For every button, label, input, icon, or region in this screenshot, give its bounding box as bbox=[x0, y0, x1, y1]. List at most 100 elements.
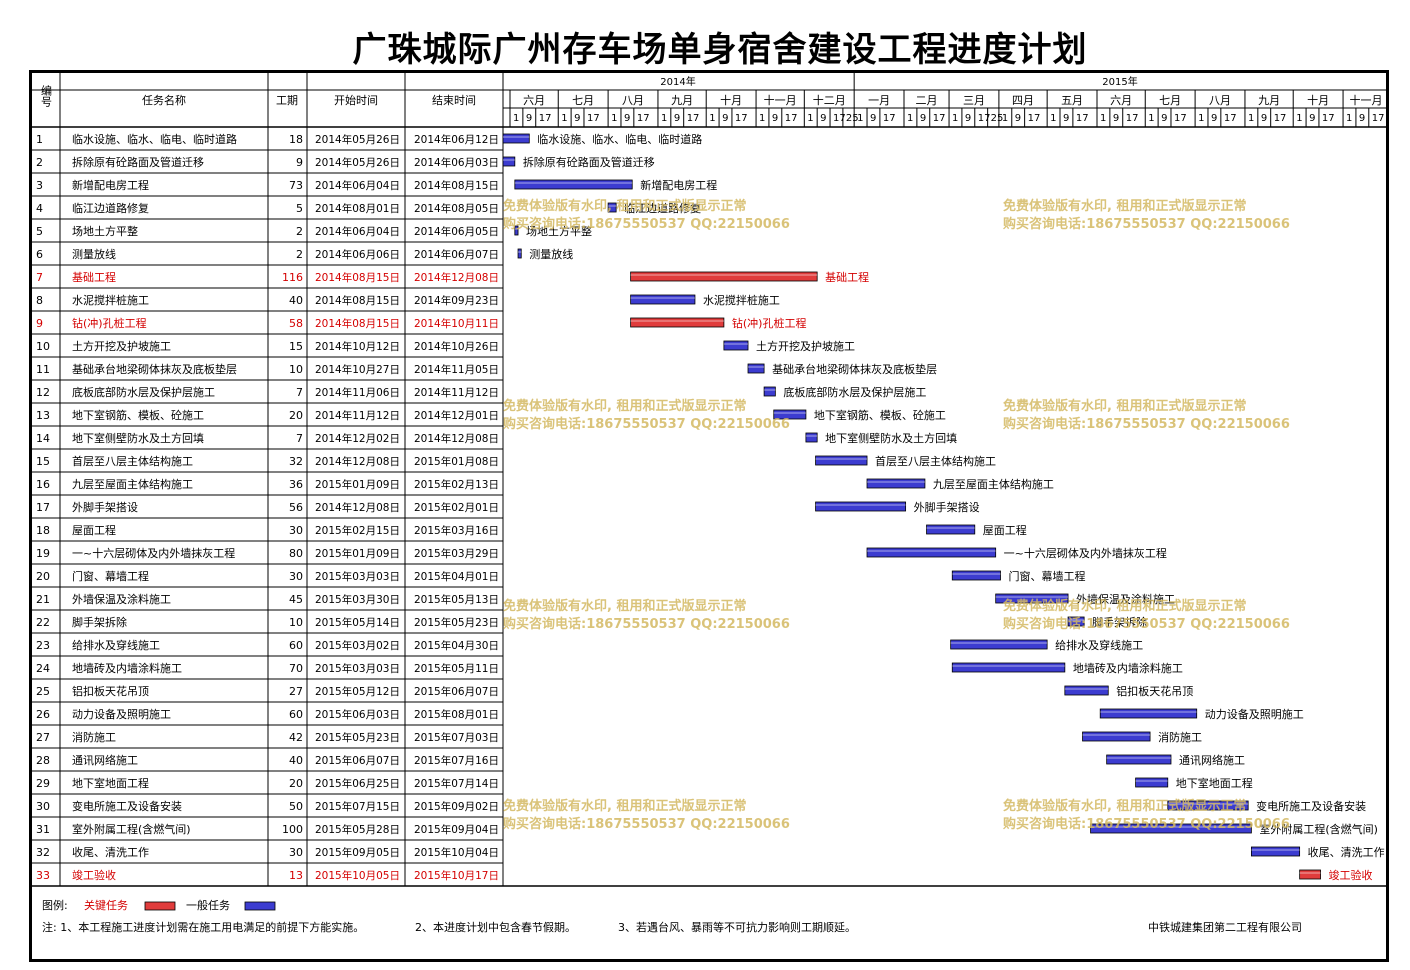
task-bar bbox=[1099, 708, 1198, 719]
bar-label: 铝扣板天花吊顶 bbox=[1116, 684, 1193, 698]
bar-label: 地下室地面工程 bbox=[1176, 776, 1253, 790]
task-start: 2014年08月15日 bbox=[315, 294, 400, 307]
task-no: 2 bbox=[36, 156, 43, 169]
task-end: 2015年03月16日 bbox=[414, 524, 499, 537]
task-start: 2014年08月15日 bbox=[315, 271, 400, 284]
task-start: 2015年06月03日 bbox=[315, 708, 400, 721]
task-start: 2014年11月12日 bbox=[315, 409, 400, 422]
task-start: 2014年10月27日 bbox=[315, 363, 400, 376]
task-end: 2015年02月01日 bbox=[414, 501, 499, 514]
day-tick-label: 17 bbox=[1174, 113, 1187, 124]
task-bar bbox=[815, 455, 868, 466]
month-label: 九月 bbox=[1258, 94, 1280, 107]
watermark-text: 免费体验版有水印, 租用和正式版显示正常 bbox=[1003, 398, 1246, 414]
task-bar bbox=[951, 662, 1066, 673]
task-end: 2015年07月03日 bbox=[414, 731, 499, 744]
day-tick-label: 1 bbox=[952, 113, 958, 124]
task-start: 2015年05月14日 bbox=[315, 616, 400, 629]
task-bar bbox=[630, 294, 696, 305]
day-tick-label: 17 bbox=[539, 113, 552, 124]
bar-label: 地下室钢筋、模板、砼施工 bbox=[814, 408, 946, 422]
task-start: 2015年10月05日 bbox=[315, 869, 400, 882]
task-end: 2014年06月07日 bbox=[414, 248, 499, 261]
task-duration: 50 bbox=[289, 800, 303, 813]
task-no: 28 bbox=[36, 754, 50, 767]
task-no: 31 bbox=[36, 823, 50, 836]
task-duration: 116 bbox=[282, 271, 303, 284]
task-bar bbox=[517, 248, 522, 259]
task-bar bbox=[763, 386, 776, 397]
task-duration: 18 bbox=[289, 133, 303, 146]
day-tick-label: 9 bbox=[965, 113, 971, 124]
month-label: 七月 bbox=[1159, 94, 1181, 107]
task-end: 2015年05月23日 bbox=[414, 616, 499, 629]
task-name: 测量放线 bbox=[72, 247, 116, 261]
day-tick-label: 9 bbox=[574, 113, 580, 124]
bar-label: 变电所施工及设备安装 bbox=[1256, 799, 1366, 813]
task-bar bbox=[773, 409, 807, 420]
month-label: 七月 bbox=[572, 94, 594, 107]
month-label: 十二月 bbox=[813, 93, 846, 107]
task-duration: 2 bbox=[296, 248, 303, 261]
header-no-label: 编号 bbox=[40, 84, 53, 108]
day-tick-label: 25 bbox=[991, 113, 1004, 124]
day-tick-label: 9 bbox=[1261, 113, 1267, 124]
page-title: 广珠城际广州存车场单身宿舍建设工程进度计划 bbox=[352, 30, 1088, 70]
task-end: 2015年09月02日 bbox=[414, 800, 499, 813]
task-name: 土方开挖及护坡施工 bbox=[72, 339, 171, 353]
task-no: 24 bbox=[36, 662, 50, 675]
day-tick-label: 17 bbox=[637, 113, 650, 124]
note-1: 注: 1、本工程施工进度计划需在施工用电满足的前提下方能实施。 bbox=[42, 920, 364, 934]
task-name: 拆除原有砼路面及管道迁移 bbox=[72, 155, 204, 169]
task-name: 消防施工 bbox=[72, 730, 116, 744]
day-tick-label: 9 bbox=[526, 113, 532, 124]
task-start: 2014年06月04日 bbox=[315, 225, 400, 238]
task-no: 13 bbox=[36, 409, 50, 422]
month-label: 十一月 bbox=[764, 93, 797, 107]
task-no: 22 bbox=[36, 616, 50, 629]
task-duration: 30 bbox=[289, 570, 303, 583]
task-no: 19 bbox=[36, 547, 50, 560]
day-tick-label: 17 bbox=[1372, 113, 1385, 124]
month-label: 一月 bbox=[868, 94, 890, 107]
task-end: 2015年05月13日 bbox=[414, 593, 499, 606]
day-tick-label: 25 bbox=[846, 113, 859, 124]
task-bar bbox=[1064, 685, 1109, 696]
task-duration: 30 bbox=[289, 846, 303, 859]
task-duration: 10 bbox=[289, 616, 303, 629]
bar-label: 地墙砖及内墙涂料施工 bbox=[1073, 661, 1183, 675]
day-tick-label: 9 bbox=[870, 113, 876, 124]
day-tick-label: 9 bbox=[1309, 113, 1315, 124]
task-end: 2014年10月26日 bbox=[414, 340, 499, 353]
task-bar bbox=[723, 340, 749, 351]
task-start: 2014年08月15日 bbox=[315, 317, 400, 330]
task-name: 水泥搅拌桩施工 bbox=[72, 293, 149, 307]
day-tick-label: 9 bbox=[624, 113, 630, 124]
task-bar bbox=[1250, 846, 1301, 857]
critical-task-bar bbox=[1299, 869, 1321, 880]
bar-label: 临江边道路修复 bbox=[624, 201, 701, 215]
legend-normal-swatch bbox=[244, 901, 276, 911]
task-no: 25 bbox=[36, 685, 50, 698]
task-name: 底板底部防水层及保护层施工 bbox=[72, 385, 215, 399]
task-no: 5 bbox=[36, 225, 43, 238]
task-end: 2015年02月13日 bbox=[414, 478, 499, 491]
task-no: 15 bbox=[36, 455, 50, 468]
task-name: 收尾、清洗工作 bbox=[72, 845, 149, 859]
task-name: 一~十六层砌体及内外墙抹灰工程 bbox=[72, 546, 235, 560]
task-duration: 73 bbox=[289, 179, 303, 192]
day-tick-label: 17 bbox=[833, 113, 846, 124]
task-end: 2014年11月05日 bbox=[414, 363, 499, 376]
bar-label: 底板底部防水层及保护层施工 bbox=[783, 385, 926, 399]
day-tick-label: 17 bbox=[933, 113, 946, 124]
task-start: 2015年05月12日 bbox=[315, 685, 400, 698]
day-tick-label: 9 bbox=[674, 113, 680, 124]
month-label: 三月 bbox=[963, 94, 985, 107]
month-label: 六月 bbox=[523, 94, 545, 107]
task-start: 2014年12月08日 bbox=[315, 501, 400, 514]
watermark-text: 购买咨询电话:18675550537 QQ:22150066 bbox=[503, 416, 790, 432]
task-bar bbox=[995, 593, 1069, 604]
task-duration: 40 bbox=[289, 294, 303, 307]
task-no: 14 bbox=[36, 432, 50, 445]
task-end: 2015年04月30日 bbox=[414, 639, 499, 652]
